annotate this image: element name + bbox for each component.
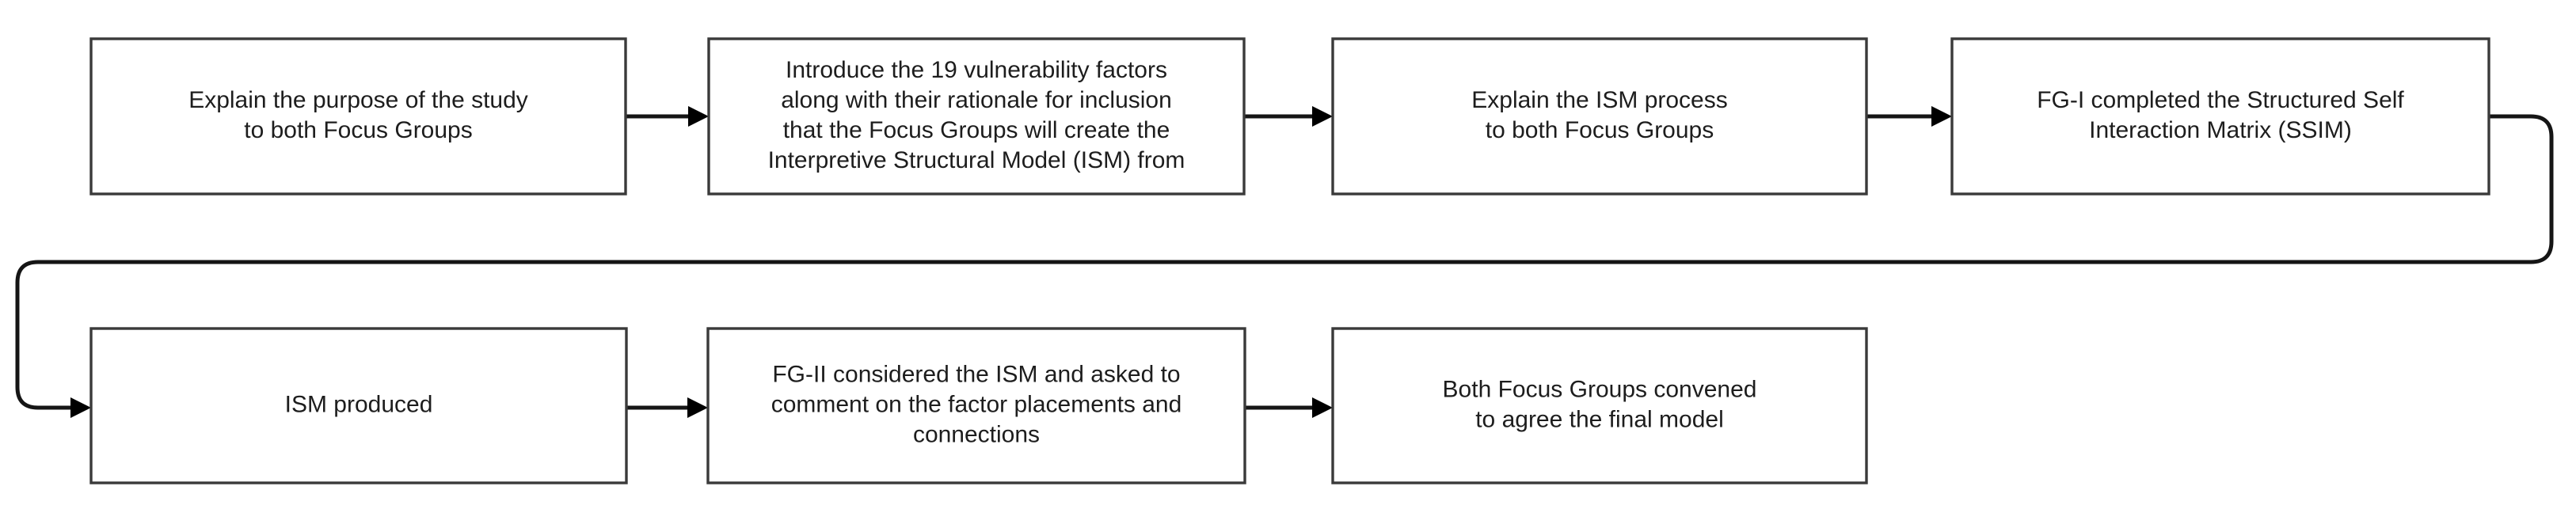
arrow-fg2-considered-to-final-model — [1245, 397, 1333, 418]
arrow-head — [1931, 106, 1952, 127]
node-box[interactable] — [706, 327, 1246, 484]
arrow-head — [687, 397, 708, 418]
node-explain-purpose[interactable]: Explain the purpose of the study to both … — [89, 37, 627, 196]
edges-layer — [15, 106, 2554, 418]
node-label-line: comment on the factor placements and — [771, 391, 1182, 417]
node-box[interactable] — [1950, 37, 2490, 196]
node-label-line: that the Focus Groups will create the — [783, 117, 1170, 143]
edge-line — [15, 114, 2554, 410]
node-label: Introduce the 19 vulnerability factors al… — [768, 57, 1185, 173]
node-label: ISM produced — [285, 391, 433, 417]
node-label-line: connections — [913, 421, 1040, 447]
node-label-line: Interaction Matrix (SSIM) — [2089, 117, 2352, 143]
node-box[interactable] — [89, 37, 627, 196]
node-ism-produced[interactable]: ISM produced — [89, 327, 628, 484]
node-label-line: to both Focus Groups — [244, 117, 473, 143]
node-label-line: Explain the ISM process — [1471, 87, 1727, 113]
arrow-explain-ism-to-fg1-ssim — [1866, 106, 1952, 127]
node-label-line: Introduce the 19 vulnerability factors — [786, 57, 1167, 83]
arrow-head — [1312, 397, 1333, 418]
node-label-line: FG-I completed the Structured Self — [2037, 87, 2404, 113]
node-label-line: to both Focus Groups — [1486, 117, 1714, 143]
arrow-head — [1312, 106, 1333, 127]
node-label-line: Interpretive Structural Model (ISM) from — [768, 147, 1185, 173]
node-box[interactable] — [707, 37, 1246, 196]
arrow-ism-produced-to-fg2-considered — [626, 397, 708, 418]
node-label: FG-II considered the ISM and asked to com… — [771, 361, 1182, 447]
node-introduce-vulnerability-factors[interactable]: Introduce the 19 vulnerability factors al… — [707, 37, 1246, 196]
node-focus-groups-agree-final-model[interactable]: Both Focus Groups convened to agree the f… — [1331, 327, 1868, 484]
nodes-layer: Explain the purpose of the study to both … — [89, 37, 2490, 484]
arrow-head — [70, 397, 91, 418]
node-box[interactable] — [1331, 327, 1868, 484]
arrow-explain-purpose-to-introduce-factors — [626, 106, 709, 127]
node-label-line: Both Focus Groups convened — [1443, 376, 1757, 402]
arrow-head — [688, 106, 709, 127]
node-label-line: Explain the purpose of the study — [188, 87, 528, 113]
arrow-introduce-factors-to-explain-ism — [1244, 106, 1333, 127]
node-label: Both Focus Groups convened to agree the f… — [1443, 376, 1757, 432]
node-box[interactable] — [1331, 37, 1868, 196]
node-label-line: FG-II considered the ISM and asked to — [772, 361, 1180, 387]
node-label: Explain the purpose of the study to both … — [188, 87, 528, 143]
node-label: Explain the ISM process to both Focus Gro… — [1471, 87, 1727, 143]
node-box[interactable] — [89, 327, 628, 484]
node-label-line: to agree the final model — [1475, 406, 1724, 432]
node-label-line: ISM produced — [285, 391, 433, 417]
node-label-line: along with their rationale for inclusion — [781, 87, 1172, 113]
arrow-wraparound-fg1-ssim-to-ism-produced — [15, 114, 2554, 418]
node-explain-ism-process[interactable]: Explain the ISM process to both Focus Gro… — [1331, 37, 1868, 196]
node-fg2-considered-ism[interactable]: FG-II considered the ISM and asked to com… — [706, 327, 1246, 484]
